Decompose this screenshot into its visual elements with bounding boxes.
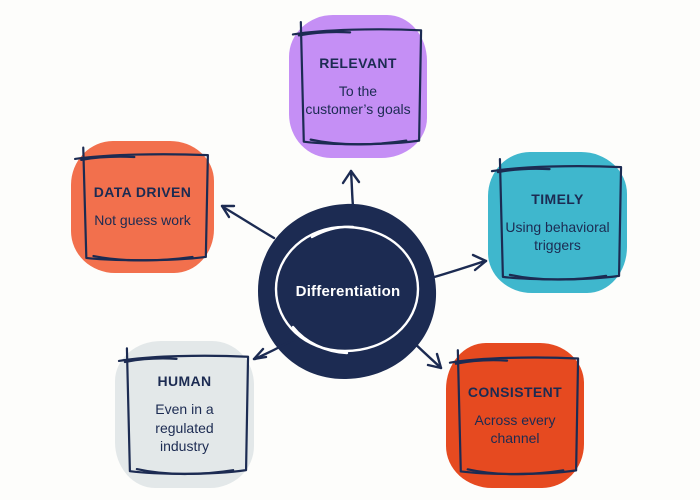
node-consistent: CONSISTENT Across every channel <box>446 343 584 488</box>
sketch-border-icon <box>488 152 627 293</box>
node-title: HUMAN <box>157 373 212 390</box>
center-ring-overlap-icon <box>310 225 355 239</box>
node-relevant: RELEVANT To the customer’s goals <box>289 15 427 158</box>
arrow-to-consistent <box>405 334 443 370</box>
sketch-border-icon <box>71 141 214 273</box>
node-description: Not guess work <box>94 212 191 229</box>
node-timely: TIMELY Using behavioral triggers <box>488 152 627 293</box>
node-title: TIMELY <box>531 190 584 207</box>
sketch-border-icon <box>115 341 254 488</box>
arrow-to-data-driven <box>220 204 276 240</box>
node-description: Across every channel <box>474 411 556 446</box>
sketch-border-icon <box>446 343 584 488</box>
arrow-to-timely <box>429 253 488 280</box>
node-description: Even in a regulated industry <box>155 401 214 455</box>
node-data-driven: DATA DRIVEN Not guess work <box>71 141 214 273</box>
sketch-border-icon <box>289 15 427 158</box>
arrow-to-relevant <box>341 169 361 208</box>
center-label: Differentiation <box>295 283 401 300</box>
node-human: HUMAN Even in a regulated industry <box>115 341 254 488</box>
arrow-to-human <box>252 338 295 361</box>
node-description: To the customer’s goals <box>305 82 411 117</box>
center-ring-retrace-icon <box>291 325 349 355</box>
node-description: Using behavioral triggers <box>505 218 610 253</box>
node-title: CONSISTENT <box>467 383 563 400</box>
node-title: DATA DRIVEN <box>93 184 192 201</box>
node-title: RELEVANT <box>319 54 397 71</box>
